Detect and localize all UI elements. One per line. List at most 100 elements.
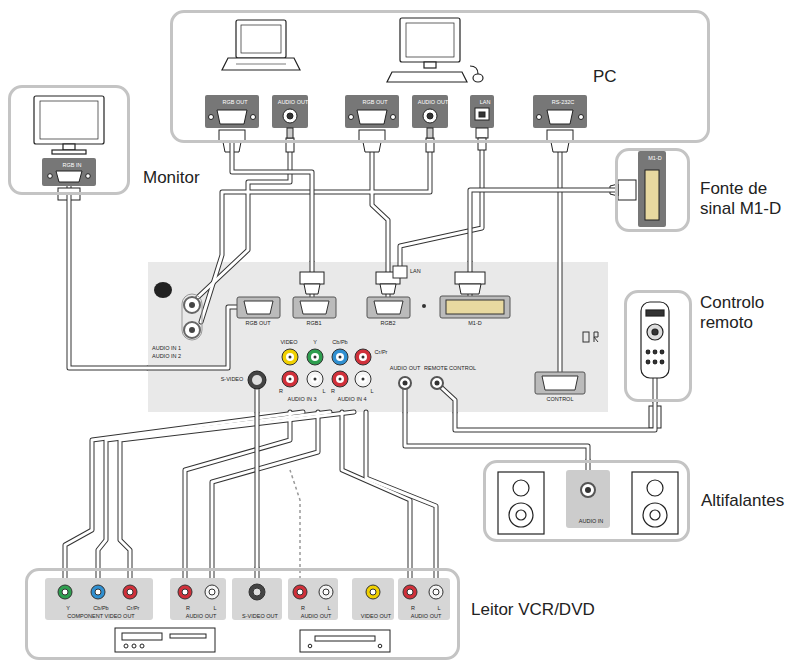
projector-ports (282, 349, 298, 365)
vcr-port-badges (398, 578, 450, 620)
cable-core (559, 150, 562, 372)
laptop-icon (236, 20, 286, 58)
projector-ports (594, 332, 598, 342)
pc-port-badges (533, 95, 587, 128)
pc-port-badges (412, 95, 448, 128)
vcr-jacks (91, 585, 105, 599)
pc-ports (423, 109, 437, 123)
vcr-dvd-icons (378, 644, 382, 648)
pc-ports (475, 108, 489, 120)
monitor-port (48, 171, 91, 182)
cable-outline (442, 388, 455, 412)
cable-outline (120, 412, 354, 585)
port-label: REMOTE CONTROL (424, 366, 476, 372)
projector-ports (286, 375, 294, 383)
projector-ports (154, 282, 172, 298)
projector-ports (336, 375, 344, 383)
port-label: L (327, 606, 330, 612)
port-label: S-VIDEO (221, 377, 244, 383)
port-label: RS-232C (552, 100, 575, 106)
port-label: LAN (480, 100, 491, 106)
port-label: M1-D (648, 156, 661, 162)
speaker-icons (516, 510, 526, 520)
pc-port-badges (205, 95, 259, 128)
pc-ports (391, 115, 396, 120)
cable-outline (185, 412, 290, 585)
cable-outline (470, 190, 615, 262)
projector-ports (393, 266, 407, 278)
vcr-jacks (323, 589, 329, 595)
device-group: Fonte de sinal M1-DM1-D (615, 148, 690, 232)
remote-control-icon (660, 360, 664, 364)
vcr-jacks (58, 585, 72, 599)
cable-outline (255, 412, 260, 568)
cable-connector (470, 190, 615, 262)
cable-plugs (300, 272, 324, 284)
projector-ports (189, 302, 195, 308)
vcr-jacks (429, 585, 443, 599)
pc-ports (217, 110, 247, 124)
projector-ports (189, 327, 195, 333)
cable-connector (232, 143, 312, 262)
monitor-icon (63, 144, 75, 150)
speaker-jack (585, 487, 591, 493)
cable-plugs (476, 128, 488, 138)
group-heading: Fonte de sinal M1-D (700, 179, 800, 220)
vcr-dvd-icons (124, 644, 128, 648)
desktop-computer-icon (400, 18, 460, 62)
port-label: L (213, 606, 216, 612)
vcr-jacks (209, 589, 215, 595)
vcr-jacks (403, 585, 417, 599)
pc-ports (479, 112, 485, 117)
projector-ports (182, 294, 202, 340)
cable-outline (148, 307, 237, 368)
cable-connector (69, 195, 148, 368)
pc-ports (251, 115, 256, 120)
pc-ports (579, 115, 584, 120)
projector-ports (362, 356, 365, 359)
cable-core (120, 412, 354, 585)
projector-ports (583, 332, 589, 342)
port-label: L (437, 606, 440, 612)
desktop-computer-icon (424, 62, 436, 68)
projector-ports (542, 376, 578, 390)
cable-core (442, 388, 455, 412)
cable-plugs (618, 180, 636, 200)
remote-control-icon (660, 350, 664, 354)
cable-outline (255, 389, 260, 412)
vcr-jacks (253, 588, 261, 596)
vcr-port-badges (170, 578, 226, 620)
port-label: AUDIO OUT (186, 614, 217, 620)
cable-core (65, 412, 303, 585)
port-label: AUDIO IN 4 (337, 397, 366, 403)
port-label: Cb/Pb (93, 606, 108, 612)
device-group: Controlo remoto (624, 290, 692, 402)
vcr-jacks (249, 584, 265, 600)
cable-core (455, 402, 655, 430)
projector-ports (367, 297, 410, 318)
laptop-icon (222, 58, 300, 70)
port-label: Y (313, 340, 317, 346)
cable-core (256, 389, 259, 412)
pc-ports (349, 115, 354, 120)
cable-outline (366, 412, 436, 585)
projector-panel-ground (148, 262, 608, 412)
projector-ports (339, 378, 342, 381)
pc-ports (537, 115, 542, 120)
speaker-icons (650, 510, 660, 520)
speaker-icons (513, 480, 529, 496)
port-label: AUDIO OUT (301, 614, 332, 620)
vcr-jacks (366, 585, 380, 599)
cable-outline (65, 412, 303, 585)
projector-ports (154, 266, 598, 394)
port-label: COMPONENT VIDEO OUT (67, 614, 134, 620)
device-group: PCRGB OUTAUDIO OUTRGB OUTAUDIO OUTLANRS-… (170, 10, 710, 143)
projector-ports (252, 375, 262, 385)
pc-ports (209, 115, 214, 120)
cable-plugs (551, 142, 569, 152)
vcr-jacks (319, 585, 333, 599)
cable-connector (405, 412, 588, 460)
cable-core (65, 150, 655, 585)
port-label: RGB2 (381, 321, 396, 327)
vcr-port-badges (352, 578, 394, 620)
